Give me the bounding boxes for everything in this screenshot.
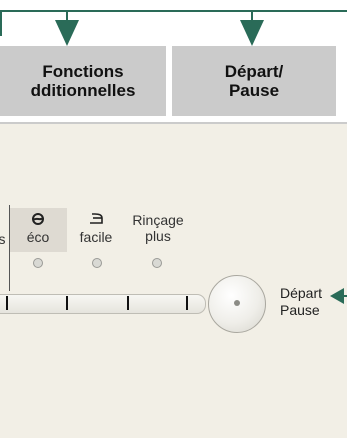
option-rincage-plus[interactable]: Rinçage plus [128, 212, 188, 244]
connector-drop-left-edge [0, 10, 2, 36]
rincage-indicator-light [152, 258, 162, 268]
facile-indicator-light [92, 258, 102, 268]
label-fonctions-line2: dditionnelles [30, 81, 136, 100]
option-facile-label: facile [79, 229, 113, 245]
knob-center-dot [234, 300, 240, 306]
selected-option-highlight [10, 208, 67, 252]
connector-line [0, 10, 347, 12]
selector-tick [66, 296, 68, 310]
option-partial[interactable]: s [0, 231, 8, 247]
selector-tick [186, 296, 188, 310]
depart-pause-label-line1: Départ [280, 285, 323, 301]
selector-tick [6, 296, 8, 310]
eco-icon [12, 212, 64, 229]
label-depart-line2: Pause [228, 81, 280, 100]
eco-indicator-light [33, 258, 43, 268]
arrow-down-icon [240, 20, 264, 46]
option-rincage-label: Rinçage [132, 212, 184, 228]
option-rincage-label2: plus [145, 228, 171, 244]
option-eco[interactable]: éco [12, 212, 64, 245]
label-depart-pause: Départ/ Pause [172, 46, 336, 116]
label-fonctions-additionnelles: Fonctions dditionnelles [0, 46, 166, 116]
option-partial-label: s [0, 231, 6, 247]
depart-pause-button[interactable] [208, 275, 266, 333]
selector-bar[interactable] [0, 294, 206, 314]
option-eco-label: éco [26, 229, 50, 245]
option-divider [9, 205, 10, 291]
depart-pause-label-line2: Pause [280, 302, 320, 318]
control-panel [0, 122, 347, 438]
depart-pause-label: Départ Pause [280, 285, 322, 319]
arrow-down-icon [55, 20, 79, 46]
pointer-line [342, 295, 347, 297]
iron-icon [70, 212, 122, 229]
label-depart-line1: Départ/ [224, 62, 284, 81]
option-facile[interactable]: facile [70, 212, 122, 245]
label-fonctions-line1: Fonctions [42, 62, 124, 81]
selector-tick [127, 296, 129, 310]
arrow-left-icon [330, 288, 344, 304]
